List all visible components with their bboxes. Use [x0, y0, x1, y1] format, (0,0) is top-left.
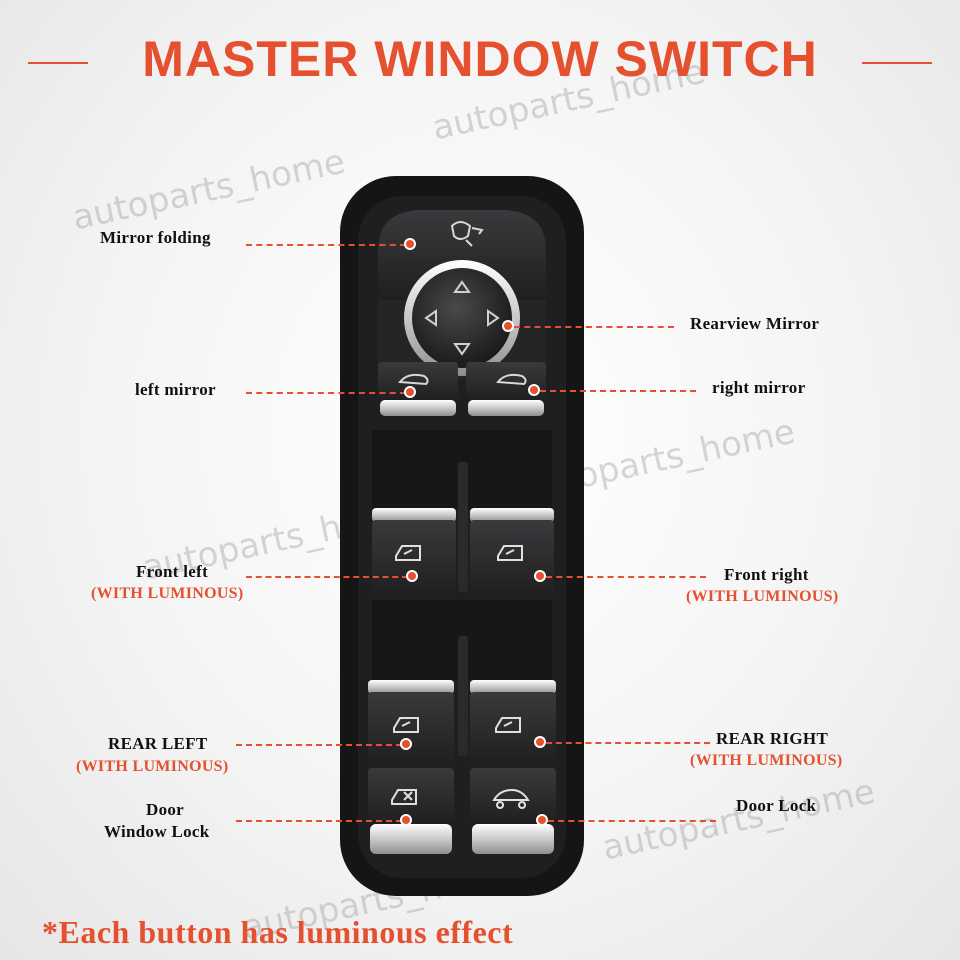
marker-dot [404, 386, 416, 398]
leader-line [546, 742, 710, 744]
car-lock-icon [492, 788, 530, 809]
marker-dot [404, 238, 416, 250]
label-rear-right: REAR RIGHT [716, 729, 829, 748]
door-lock-button[interactable] [470, 768, 556, 824]
front-left-window-button[interactable] [372, 520, 456, 596]
chrome-trim [468, 400, 544, 416]
mirror-folding-button[interactable] [378, 210, 546, 300]
label-right-mirror: right mirror [712, 378, 806, 397]
divider [458, 636, 468, 756]
marker-dot [400, 814, 412, 826]
window-icon [395, 545, 421, 561]
leader-line [236, 820, 402, 822]
label-mirror-folding: Mirror folding [100, 228, 211, 247]
label-front-left: Front left [136, 562, 209, 581]
left-mirror-button[interactable] [378, 362, 458, 400]
window-icon [497, 545, 523, 561]
right-mirror-button[interactable] [466, 362, 546, 400]
label-door-window-lock-line1: Door [146, 800, 185, 819]
marker-dot [502, 320, 514, 332]
window-icon [495, 717, 521, 733]
marker-dot [400, 738, 412, 750]
footer-note: *Each button has luminous effect [42, 914, 514, 950]
label-left-mirror: left mirror [135, 380, 216, 399]
rearview-mirror-knob[interactable] [412, 268, 512, 368]
chrome-trim [470, 680, 556, 694]
front-right-window-button[interactable] [470, 520, 554, 596]
right-mirror-icon [496, 373, 527, 386]
leader-line [548, 820, 716, 822]
window-icon [393, 717, 419, 733]
rear-right-window-button[interactable] [470, 692, 556, 764]
label-rear-right-luminous: (WITH LUMINOUS) [690, 752, 843, 769]
mirror-fold-icon [450, 221, 484, 247]
chrome-trim [380, 400, 456, 416]
label-front-left-luminous: (WITH LUMINOUS) [91, 585, 244, 602]
leader-line [246, 244, 406, 246]
marker-dot [534, 736, 546, 748]
chrome-trim [470, 508, 554, 522]
chrome-trim [372, 508, 456, 522]
divider [458, 462, 468, 592]
leader-line [246, 576, 408, 578]
marker-dot [406, 570, 418, 582]
label-front-right: Front right [724, 565, 809, 584]
leader-line [236, 744, 402, 746]
label-front-right-luminous: (WITH LUMINOUS) [686, 588, 839, 605]
label-rear-left-luminous: (WITH LUMINOUS) [76, 758, 229, 775]
direction-arrows-icon [424, 280, 500, 356]
door-window-lock-button[interactable] [368, 768, 454, 824]
leader-line [514, 326, 674, 328]
title-line-right [862, 62, 932, 64]
window-lock-icon [391, 789, 417, 805]
rear-left-window-button[interactable] [368, 692, 454, 764]
leader-line [540, 390, 696, 392]
chrome-trim [370, 824, 452, 854]
chrome-trim [472, 824, 554, 854]
label-door-lock: Door Lock [736, 796, 817, 815]
title-line-left [28, 62, 88, 64]
leader-line [246, 392, 406, 394]
marker-dot [536, 814, 548, 826]
marker-dot [534, 570, 546, 582]
label-door-window-lock-line2: Window Lock [104, 822, 210, 841]
marker-dot [528, 384, 540, 396]
chrome-trim [368, 680, 454, 694]
page-title: MASTER WINDOW SWITCH [142, 31, 818, 87]
left-mirror-icon [398, 373, 429, 386]
label-rear-left: REAR LEFT [108, 734, 208, 753]
label-rearview-mirror: Rearview Mirror [690, 314, 820, 333]
leader-line [546, 576, 706, 578]
